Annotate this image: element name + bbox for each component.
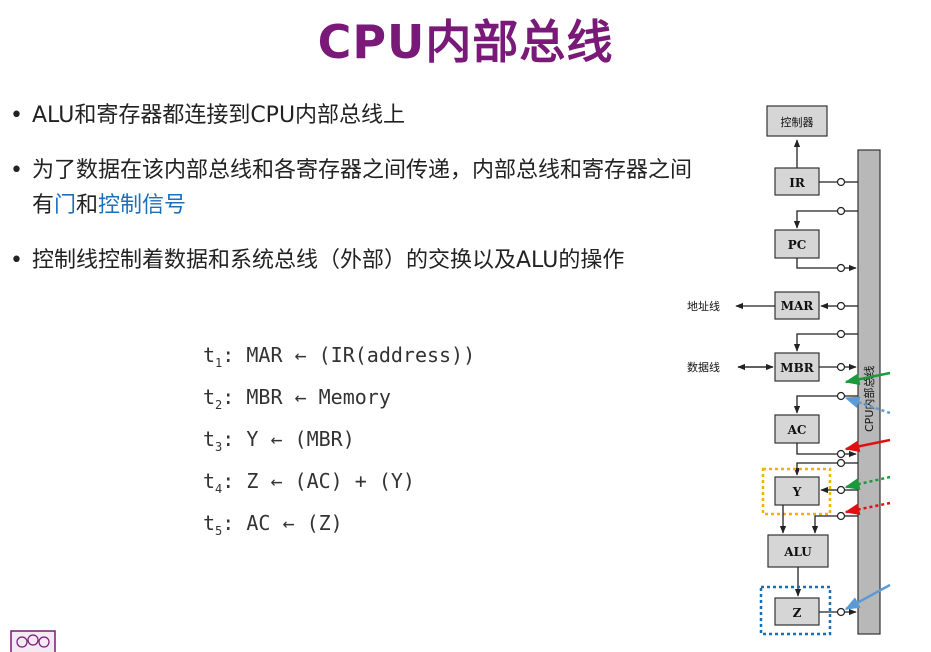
bullet-dot: • xyxy=(10,248,23,273)
bullet-item: • 控制线控制着数据和系统总线（外部）的交换以及ALU的操作 xyxy=(8,243,708,278)
mar-label: MAR xyxy=(781,299,815,313)
mar-register xyxy=(774,291,820,320)
page-title: CPU内部总线 xyxy=(317,15,614,69)
step-row: t4: Z ← (AC) + (Y) xyxy=(203,469,415,496)
highlight-gate: 门 xyxy=(54,193,77,218)
highlight-control-signal: 控制信号 xyxy=(98,193,187,218)
ir-label: IR xyxy=(789,176,806,190)
z-register xyxy=(774,597,820,626)
mbr-label: MBR xyxy=(780,361,814,375)
green-dotted-arrow xyxy=(844,475,891,490)
bullet-item: • 为了数据在该内部总线和各寄存器之间传递，内部总线和寄存器之间有门和控制信号 xyxy=(8,153,708,223)
ac-register xyxy=(774,414,820,444)
blue-solid-arrow xyxy=(844,583,891,611)
z-label: Z xyxy=(793,606,802,620)
y-register xyxy=(774,476,820,506)
data-line-label: 数据线 xyxy=(687,360,720,374)
green-solid-arrow xyxy=(844,371,891,386)
university-seal-logo xyxy=(10,630,56,652)
bullet-text: 控制线控制着数据和系统总线（外部）的交换以及ALU的操作 xyxy=(32,248,625,273)
bus-label: CPU内部总线 xyxy=(862,366,876,432)
internal-bus xyxy=(857,149,881,635)
micro-operation-steps: t1: MAR ← (IR(address)) t2: MBR ← Memory… xyxy=(203,338,475,548)
alu-label: ALU xyxy=(783,545,812,559)
pc-register xyxy=(774,229,820,259)
step-row: t5: AC ← (Z) xyxy=(203,511,343,538)
step-row: t1: MAR ← (IR(address)) xyxy=(203,343,476,370)
y-label: Y xyxy=(792,485,802,499)
bullet-text-mid: 和 xyxy=(76,193,99,218)
bullet-dot: • xyxy=(10,103,23,128)
mbr-register xyxy=(774,352,820,382)
y-highlight-frame xyxy=(761,467,832,516)
z-highlight-frame xyxy=(759,585,832,636)
red-solid-arrow xyxy=(844,438,891,453)
address-line-label: 地址线 xyxy=(687,299,720,313)
ir-register xyxy=(774,167,820,196)
bullet-text: 为了数据在该内部总线和各寄存器之间传递，内部总线和寄存器之间有 xyxy=(32,158,693,218)
blue-dotted-arrow xyxy=(844,396,891,415)
controller-box xyxy=(766,105,828,137)
step-row: t2: MBR ← Memory xyxy=(203,385,391,412)
controller-label: 控制器 xyxy=(781,115,814,129)
step-row: t3: Y ← (MBR) xyxy=(203,427,355,454)
bullet-list: • ALU和寄存器都连接到CPU内部总线上 • 为了数据在该内部总线和各寄存器之… xyxy=(8,98,708,298)
red-dotted-arrow xyxy=(844,501,891,516)
ac-label: AC xyxy=(787,423,807,437)
bullet-item: • ALU和寄存器都连接到CPU内部总线上 xyxy=(8,98,708,133)
bullet-dot: • xyxy=(10,158,23,183)
bullet-text: ALU和寄存器都连接到CPU内部总线上 xyxy=(32,103,406,128)
pc-label: PC xyxy=(788,238,807,252)
